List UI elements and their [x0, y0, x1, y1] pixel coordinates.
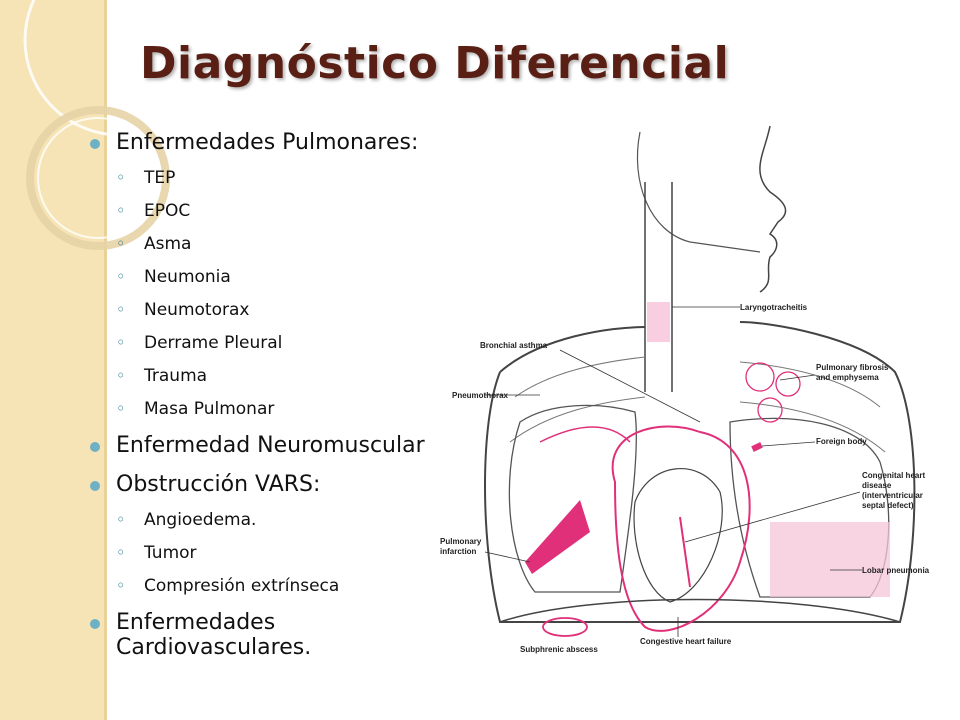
label-congestive-heart-failure: Congestive heart failure: [640, 637, 732, 646]
diaphragm: [499, 598, 901, 623]
respiratory-anatomy-illustration: Laryngotracheitis Bronchial asthma Pulmo…: [440, 125, 930, 654]
left-decorative-band: [0, 0, 104, 720]
emphysema-alveoli-1: [745, 362, 775, 392]
septal-defect: [679, 516, 691, 588]
differential-list: Enfermedades Pulmonares: TEP EPOC Asma N…: [90, 130, 450, 660]
right-lung-illustration: [508, 404, 637, 593]
sub-item-angioedema: Angioedema.: [90, 510, 450, 530]
label-congenital-4: septal defect): [862, 501, 914, 510]
label-pulmonary-fibrosis-2: and emphysema: [816, 373, 879, 382]
subphrenic-abscess-mark: [542, 617, 588, 637]
emphysema-alveoli-3: [757, 397, 783, 423]
label-subphrenic-abscess: Subphrenic abscess: [520, 645, 598, 654]
sub-item-extrinsic-compression: Compresión extrínseca: [90, 576, 450, 596]
label-laryngotracheitis: Laryngotracheitis: [740, 303, 808, 312]
sub-item-asma: Asma: [90, 234, 450, 254]
sub-item-neumonia: Neumonia: [90, 267, 450, 287]
sub-item-masa-pulmonar: Masa Pulmonar: [90, 399, 450, 419]
item-cardiovascular: Enfermedades Cardiovasculares.: [90, 610, 450, 660]
pulmonary-infarction-wedge: [525, 500, 590, 574]
larynx-inflammation: [647, 302, 670, 342]
face-profile: [759, 125, 787, 293]
band-divider: [104, 0, 107, 720]
heart-chambers: [633, 468, 723, 603]
slide-title: Diagnóstico Diferencial: [140, 38, 730, 89]
label-pulmonary-fibrosis-1: Pulmonary fibrosis: [816, 363, 889, 372]
label-lobar-pneumonia: Lobar pneumonia: [862, 566, 930, 575]
label-congenital-3: (interventricular: [862, 491, 923, 500]
item-vars-obstruction: Obstrucción VARS:: [90, 472, 450, 497]
label-congenital-1: Congenital heart: [862, 471, 925, 480]
asthma-bronchioles: [539, 426, 631, 443]
sub-item-tep: TEP: [90, 168, 450, 188]
sub-item-trauma: Trauma: [90, 366, 450, 386]
sub-item-neumotorax: Neumotorax: [90, 300, 450, 320]
ribs: [509, 356, 886, 453]
label-pulmonary-infarction-2: infarction: [440, 547, 477, 556]
sub-item-derrame-pleural: Derrame Pleural: [90, 333, 450, 353]
foreign-body-mark: [751, 442, 763, 452]
label-bronchial-asthma: Bronchial asthma: [480, 341, 548, 350]
sub-item-tumor: Tumor: [90, 543, 450, 563]
lobar-pneumonia-area: [770, 522, 890, 597]
nasal-cavity: [636, 131, 761, 253]
heart-illustration: [611, 425, 751, 632]
emphysema-alveoli-2: [775, 371, 801, 397]
label-pulmonary-infarction-1: Pulmonary: [440, 537, 482, 546]
sub-item-epoc: EPOC: [90, 201, 450, 221]
item-pulmonary-diseases: Enfermedades Pulmonares:: [90, 130, 450, 155]
trachea: [644, 182, 673, 392]
item-neuromuscular: Enfermedad Neuromuscular: [90, 433, 450, 458]
label-foreign-body: Foreign body: [816, 437, 867, 446]
label-pneumothorax: Pneumothorax: [452, 391, 509, 400]
thoracic-wall: [484, 321, 916, 623]
label-congenital-2: disease: [862, 481, 892, 490]
